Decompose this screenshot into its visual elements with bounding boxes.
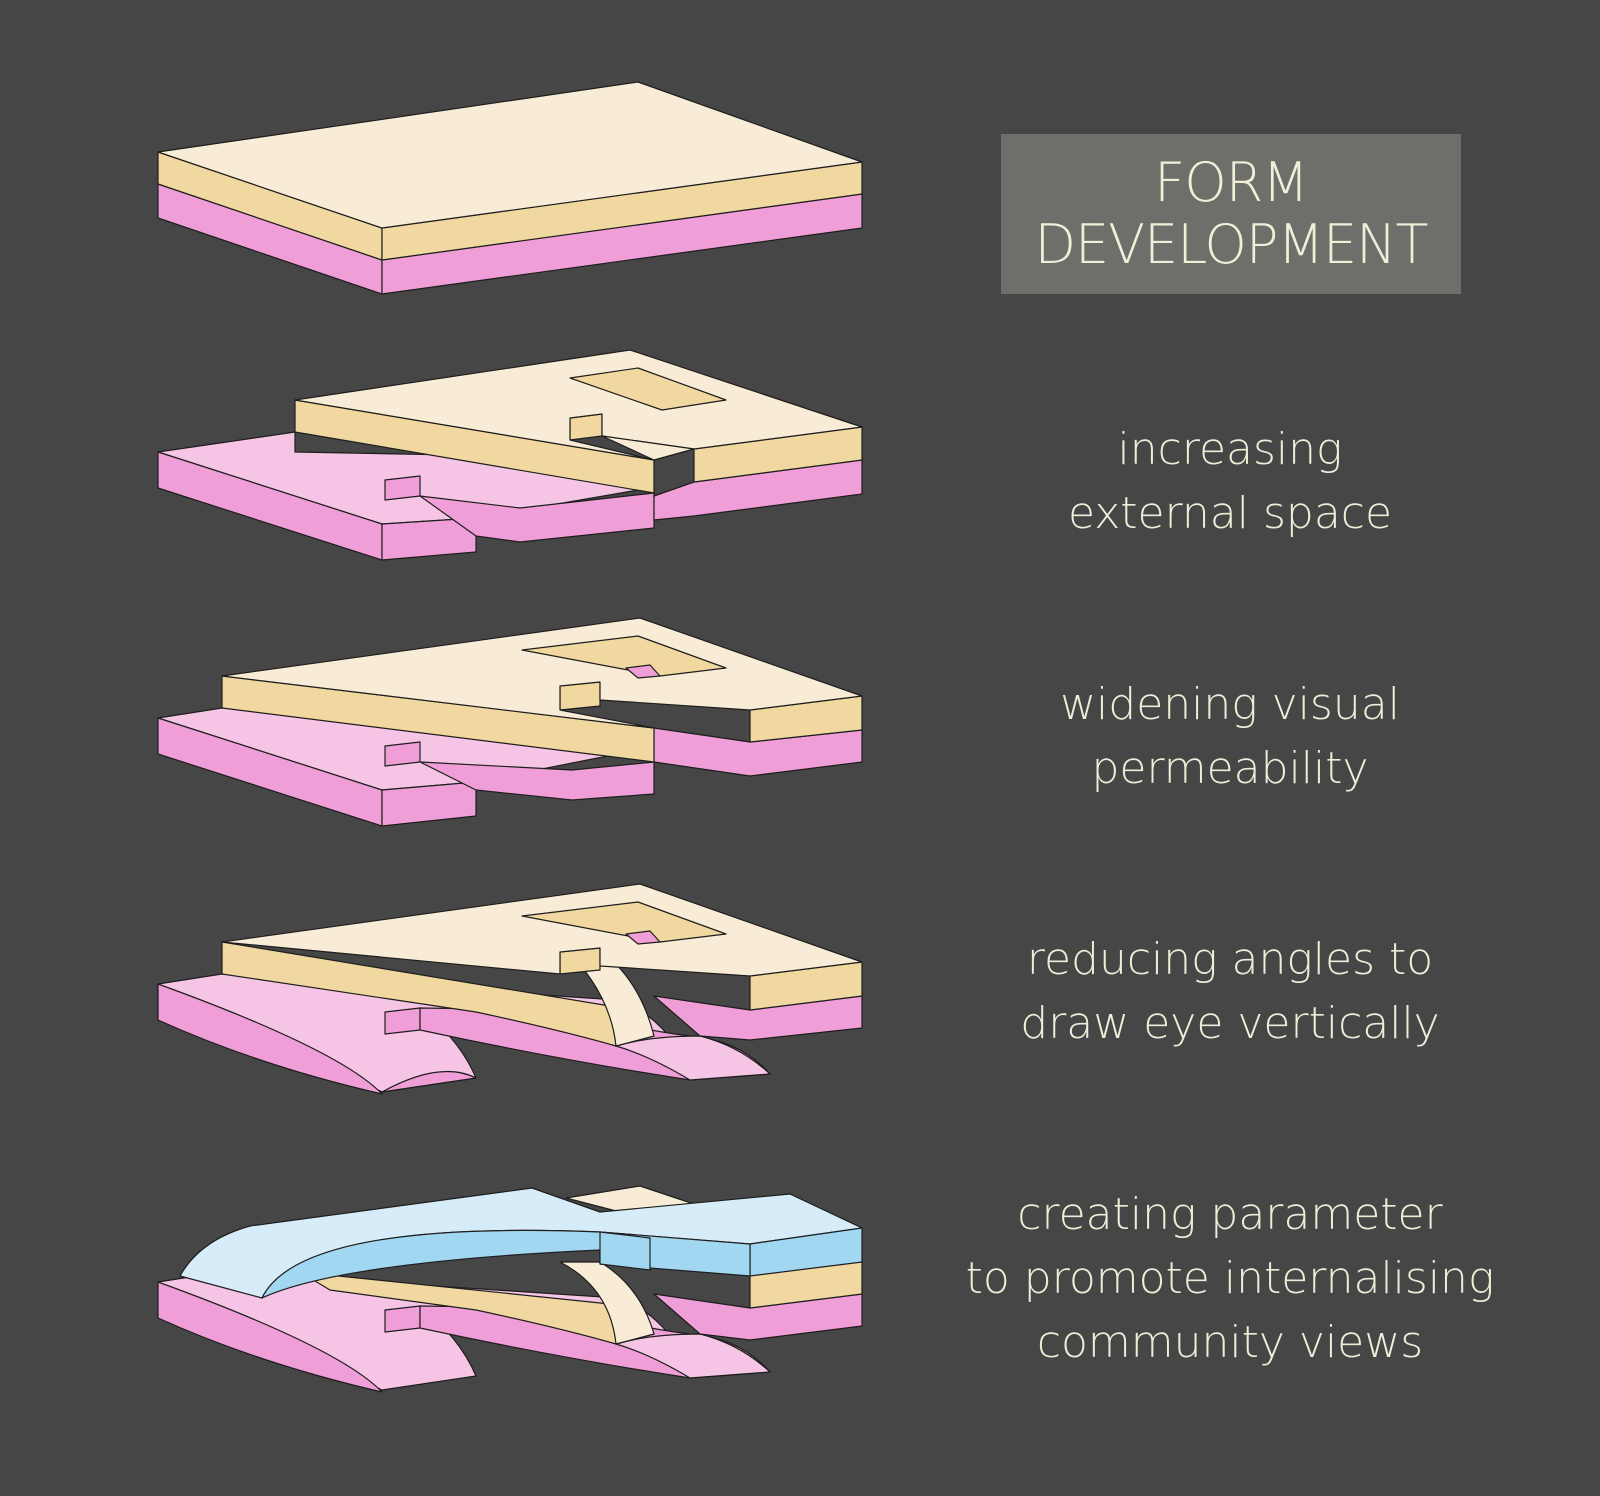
step-2-top-surface (294, 349, 863, 461)
step-4-caption-line-3: community views (1036, 1317, 1424, 1368)
step-2-caption-line-2: permeability (1091, 743, 1369, 794)
step-5-blue-notch-face (599, 1231, 651, 1271)
step-5-pink-notch-face (384, 1305, 421, 1333)
step-4-caption-line-1: creating parameter (1017, 1189, 1443, 1240)
title-line-2: DEVELOPMENT (1034, 213, 1428, 276)
step-2-top-surface-right (601, 435, 695, 461)
step-4-top-surface (221, 883, 863, 977)
step-2-pink-right-front (419, 492, 655, 543)
step-4-pink-right-wing (615, 1035, 771, 1081)
step-3-pink-front-face (381, 781, 477, 827)
step-1-caption-line-2: external space (1067, 488, 1393, 539)
step-2-caption: widening visual permeability (920, 673, 1540, 801)
step-3-pink-notch-face (384, 741, 421, 767)
step-5-massing (157, 1185, 863, 1393)
step-5-pink-right-wing (615, 1333, 771, 1379)
step-4-pink-curve-face (157, 983, 383, 1095)
step-4-massing (157, 883, 863, 1095)
step-4-pink-notch-face (384, 1007, 421, 1035)
step-1-caption: increasing external space (920, 418, 1540, 546)
step-3-massing (157, 617, 863, 827)
step-1-slab-massing (157, 81, 863, 295)
step-3-top-surface (221, 617, 863, 729)
step-3-cream-notch-face (559, 681, 601, 711)
step-5-cream-curve (559, 1261, 655, 1345)
step-1-caption-line-1: increasing (1117, 424, 1343, 475)
step-2-courtyard-void (569, 367, 727, 411)
step-2-massing (157, 349, 863, 561)
page-title: FORM DEVELOPMENT (1034, 151, 1428, 276)
step-5-pink-curve-face (157, 1281, 383, 1393)
step-3-pink-right-front (419, 761, 655, 801)
step-3-courtyard-void (521, 635, 727, 677)
step-2-pink-front-face (381, 517, 477, 561)
step-2-pink-notch-face (384, 475, 421, 501)
step-4-caption-line-2: to promote internalising (965, 1253, 1495, 1304)
step-1-top-surface (157, 81, 863, 229)
step-3-caption: reducing angles to draw eye vertically (920, 928, 1540, 1056)
step-4-caption: creating parameter to promote internalis… (920, 1183, 1540, 1375)
step-3-courtyard-floor (625, 664, 661, 679)
step-3-caption-line-1: reducing angles to (1026, 934, 1434, 985)
title-line-1: FORM (1154, 151, 1309, 214)
step-2-caption-line-1: widening visual (1060, 679, 1400, 730)
step-4-courtyard-floor (625, 930, 661, 945)
step-3-caption-line-2: draw eye vertically (1020, 998, 1440, 1049)
title-box: FORM DEVELOPMENT (1001, 134, 1461, 294)
step-4-courtyard-void (521, 901, 727, 943)
